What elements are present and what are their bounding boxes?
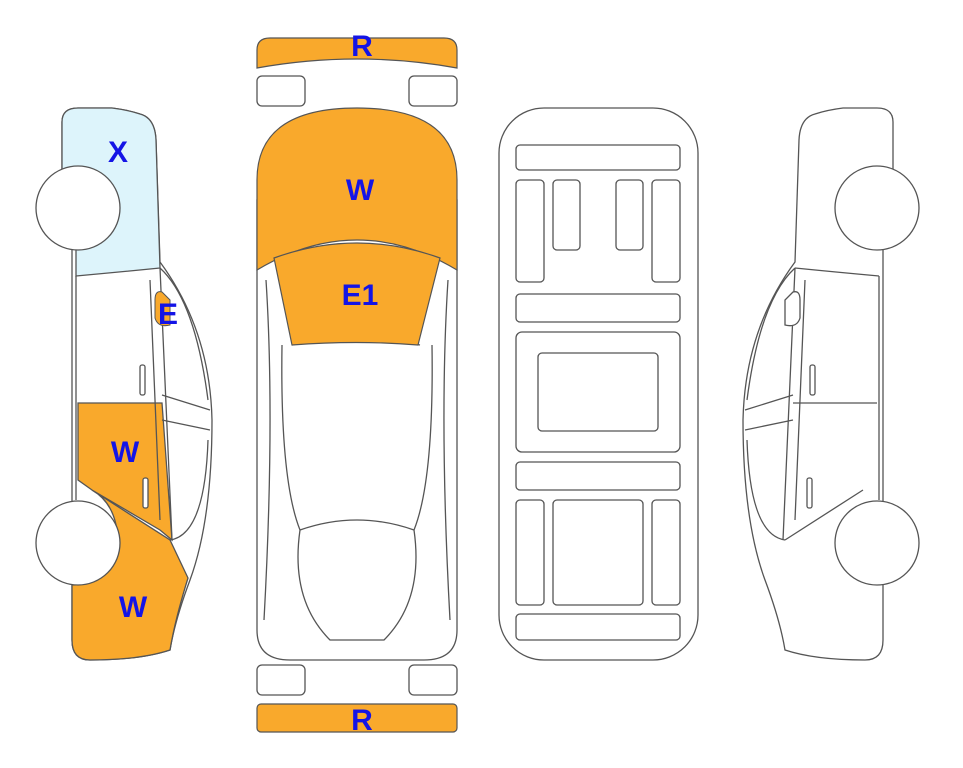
right-front-wheel: [834, 500, 920, 586]
left-side-view: [35, 107, 213, 661]
front-bumper: [256, 703, 458, 733]
label-hood: W: [346, 174, 375, 207]
left-rear-door-handle: [139, 364, 146, 396]
interior-view: [498, 107, 699, 661]
front-light-left: [256, 664, 306, 696]
top-view: [256, 37, 458, 733]
hood: [256, 107, 458, 272]
label-left-front-fender: W: [119, 591, 148, 624]
left-window-lines: [161, 394, 211, 541]
label-left-rear-glass: X: [108, 136, 128, 169]
left-door-lines: [75, 267, 209, 541]
label-front-bumper: R: [351, 704, 373, 737]
rear-bumper: [256, 37, 458, 69]
front-light-right: [408, 664, 458, 696]
rear-light-left: [256, 75, 306, 107]
right-side-view: [742, 107, 920, 661]
left-front-wheel: [35, 500, 121, 586]
left-front-door-handle: [142, 477, 149, 509]
label-left-mirror: E: [158, 298, 178, 331]
label-rear-bumper: R: [351, 30, 373, 63]
left-rear-wheel: [35, 165, 121, 251]
right-mirror: [784, 291, 801, 327]
rear-light-right: [408, 75, 458, 107]
right-rear-wheel: [834, 165, 920, 251]
label-left-front-door: W: [111, 436, 140, 469]
left-mirror: [154, 291, 171, 327]
windshield: [273, 242, 441, 346]
label-windshield: E1: [342, 279, 379, 312]
